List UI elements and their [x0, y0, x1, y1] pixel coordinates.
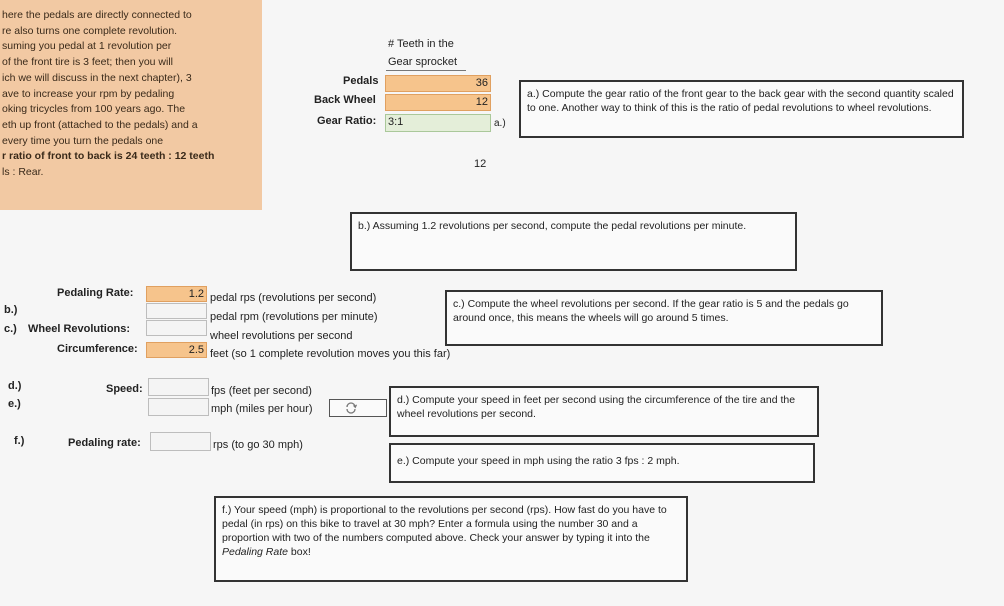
prompt-f: f.) Your speed (mph) is proportional to …	[214, 496, 688, 582]
speed-fps-unit: fps (feet per second)	[211, 385, 312, 397]
gear-header-line2: Gear sprocket	[388, 56, 458, 68]
gear-header-line1: # Teeth in the	[388, 38, 454, 50]
intro-panel: here the pedals are directly connected t…	[0, 0, 262, 210]
intro-line: eth up front (attached to the pedals) an…	[2, 118, 198, 131]
marker-f: f.)	[14, 435, 25, 447]
marker-d: d.)	[8, 380, 22, 392]
intro-line: here the pedals are directly connected t…	[2, 9, 192, 21]
intro-line: r ratio of front to back is 24 teeth : 1…	[2, 150, 215, 163]
wheel-revolutions-cell[interactable]	[146, 320, 207, 336]
intro-line: re also turns one complete revolution.	[2, 24, 178, 37]
pedaling-rate-label: Pedaling Rate:	[57, 287, 134, 299]
prompt-d: d.) Compute your speed in feet per secon…	[389, 386, 819, 437]
prompt-e: e.) Compute your speed in mph using the …	[389, 443, 815, 483]
speed-label: Speed:	[106, 383, 143, 395]
intro-line: of the front tire is 3 feet; then you wi…	[2, 56, 174, 69]
pedaling-rate-unit: pedal rps (revolutions per second)	[210, 292, 377, 304]
marker-c: c.)	[4, 323, 17, 335]
mph-answer-field[interactable]	[329, 399, 387, 417]
speed-fps-cell[interactable]	[148, 378, 209, 396]
intro-line: ave to increase your rpm by pedaling	[2, 87, 175, 100]
gear-ratio-cell[interactable]: 3:1	[385, 114, 491, 132]
back-wheel-teeth-cell[interactable]: 12	[385, 94, 491, 111]
pedal-rpm-unit: pedal rpm (revolutions per minute)	[210, 311, 378, 323]
pedals-label: Pedals	[343, 75, 379, 87]
intro-line: oking tricycles from 100 years ago. The	[2, 103, 186, 116]
prompt-c: c.) Compute the wheel revolutions per se…	[445, 290, 883, 346]
marker-b: b.)	[4, 304, 18, 316]
speed-mph-unit: mph (miles per hour)	[211, 403, 313, 415]
gear-ratio-label: Gear Ratio:	[317, 115, 377, 127]
prompt-f-emphasis: Pedaling Rate	[222, 546, 288, 558]
speed-mph-cell[interactable]	[148, 398, 209, 416]
pedaling-rate-cell[interactable]: 1.2	[146, 286, 207, 302]
refresh-icon[interactable]	[344, 401, 358, 415]
pedaling-rate-2-label: Pedaling rate:	[68, 437, 141, 449]
circumference-label: Circumference:	[57, 343, 138, 355]
intro-line: every time you turn the pedals one	[2, 134, 164, 147]
prompt-b: b.) Assuming 1.2 revolutions per second,…	[350, 212, 797, 271]
stray-value: 12	[474, 158, 487, 170]
circumference-unit: feet (so 1 complete revolution moves you…	[210, 348, 451, 360]
pedals-teeth-cell[interactable]: 36	[385, 75, 491, 92]
marker-a: a.)	[494, 118, 506, 129]
gear-header-underline	[386, 70, 466, 71]
intro-line: ls : Rear.	[2, 166, 44, 179]
wheel-revolutions-unit: wheel revolutions per second	[210, 330, 353, 342]
prompt-f-tail: box!	[287, 546, 311, 558]
circumference-cell[interactable]: 2.5	[146, 342, 207, 358]
intro-line: suming you pedal at 1 revolution per	[2, 40, 172, 53]
pedaling-rate-2-unit: rps (to go 30 mph)	[213, 439, 303, 451]
wheel-revolutions-label: Wheel Revolutions:	[28, 323, 131, 335]
pedaling-rate-2-cell[interactable]	[150, 432, 211, 451]
prompt-a: a.) Compute the gear ratio of the front …	[519, 80, 964, 138]
back-wheel-label: Back Wheel	[314, 94, 376, 106]
prompt-f-text: f.) Your speed (mph) is proportional to …	[222, 504, 667, 544]
marker-e: e.)	[8, 398, 21, 410]
pedal-rpm-cell[interactable]	[146, 303, 207, 319]
intro-line: ich we will discuss in the next chapter)…	[2, 71, 192, 84]
